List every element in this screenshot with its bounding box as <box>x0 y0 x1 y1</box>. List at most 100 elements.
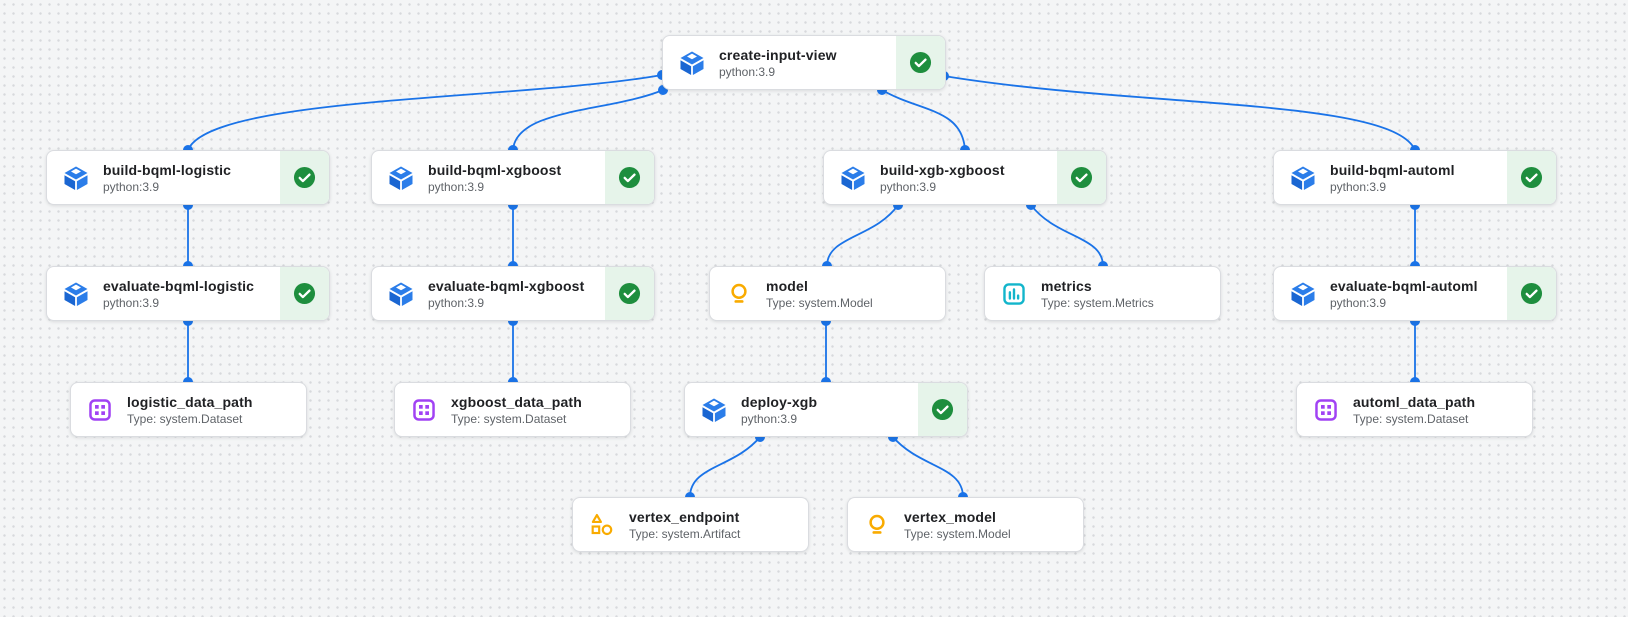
node-title: evaluate-bqml-logistic <box>103 277 255 294</box>
node-subtitle: python:3.9 <box>1330 179 1387 194</box>
node-title: metrics <box>1041 277 1092 294</box>
status-badge-succeeded <box>1057 151 1106 204</box>
component-cube-icon <box>64 282 88 306</box>
model-lightbulb-icon <box>731 283 747 303</box>
component-cube-icon <box>702 398 726 422</box>
dataset-grid-icon <box>1315 398 1337 421</box>
edge-create-input-view-to-build-bqml-automl <box>943 75 1416 151</box>
dataset-grid-icon-wrap <box>87 397 113 423</box>
node-title: build-bqml-logistic <box>103 161 232 178</box>
component-cube-icon <box>389 282 413 306</box>
node-subtitle: Type: system.Model <box>904 526 1011 541</box>
component-cube-icon-wrap <box>1290 281 1316 307</box>
success-check-icon <box>1520 166 1543 189</box>
node-title: evaluate-bqml-xgboost <box>428 277 585 294</box>
node-subtitle: python:3.9 <box>719 64 776 79</box>
node-subtitle: python:3.9 <box>880 179 937 194</box>
success-check-icon <box>1520 282 1543 305</box>
component-cube-icon-wrap <box>63 281 89 307</box>
edge-create-input-view-to-build-xgb-xgboost <box>881 89 966 151</box>
edge-build-xgb-xgboost-to-metrics <box>1030 204 1104 267</box>
node-subtitle: python:3.9 <box>1330 295 1387 310</box>
artifact-shapes-icon <box>591 513 613 535</box>
success-check-icon <box>1070 166 1093 189</box>
component-cube-icon-wrap <box>388 165 414 191</box>
component-cube-icon <box>1291 166 1315 190</box>
node-title: build-xgb-xgboost <box>880 161 1005 178</box>
node-title: xgboost_data_path <box>451 393 582 410</box>
node-title: create-input-view <box>719 46 837 63</box>
component-cube-icon <box>680 51 704 75</box>
artifact-shapes-icon-wrap <box>589 512 615 538</box>
dataset-grid-icon-wrap <box>1313 397 1339 423</box>
metrics-chart-icon-wrap <box>1001 281 1027 307</box>
success-check-icon <box>618 282 641 305</box>
node-subtitle: python:3.9 <box>103 179 160 194</box>
edge-deploy-xgb-to-vertex_endpoint <box>689 436 761 498</box>
metrics-chart-icon <box>1003 282 1025 305</box>
success-check-icon <box>931 398 954 421</box>
component-cube-icon-wrap <box>840 165 866 191</box>
model-lightbulb-icon <box>869 514 885 534</box>
component-cube-icon-wrap <box>679 50 705 76</box>
node-subtitle: Type: system.Model <box>766 295 873 310</box>
node-subtitle: python:3.9 <box>741 411 798 426</box>
node-title: build-bqml-xgboost <box>428 161 562 178</box>
node-title: deploy-xgb <box>741 393 818 410</box>
node-subtitle: Type: system.Dataset <box>451 411 567 426</box>
component-cube-icon <box>1291 282 1315 306</box>
component-cube-icon <box>841 166 865 190</box>
success-check-icon <box>293 282 316 305</box>
node-subtitle: python:3.9 <box>428 295 485 310</box>
node-subtitle: Type: system.Artifact <box>629 526 741 541</box>
node-title: automl_data_path <box>1353 393 1476 410</box>
component-cube-icon-wrap <box>63 165 89 191</box>
status-badge-succeeded <box>918 383 967 436</box>
component-cube-icon-wrap <box>388 281 414 307</box>
component-cube-icon <box>389 166 413 190</box>
status-badge-succeeded <box>1507 267 1556 320</box>
status-badge-succeeded <box>896 36 945 89</box>
node-title: build-bqml-automl <box>1330 161 1455 178</box>
dataset-grid-icon <box>413 398 435 421</box>
node-subtitle: python:3.9 <box>428 179 485 194</box>
node-subtitle: python:3.9 <box>103 295 160 310</box>
status-badge-succeeded <box>605 267 654 320</box>
component-cube-icon-wrap <box>701 397 727 423</box>
edge-deploy-xgb-to-vertex_model <box>892 436 964 498</box>
status-badge-succeeded <box>1507 151 1556 204</box>
node-subtitle: Type: system.Dataset <box>127 411 243 426</box>
node-subtitle: Type: system.Dataset <box>1353 411 1469 426</box>
model-lightbulb-icon-wrap <box>864 512 890 538</box>
